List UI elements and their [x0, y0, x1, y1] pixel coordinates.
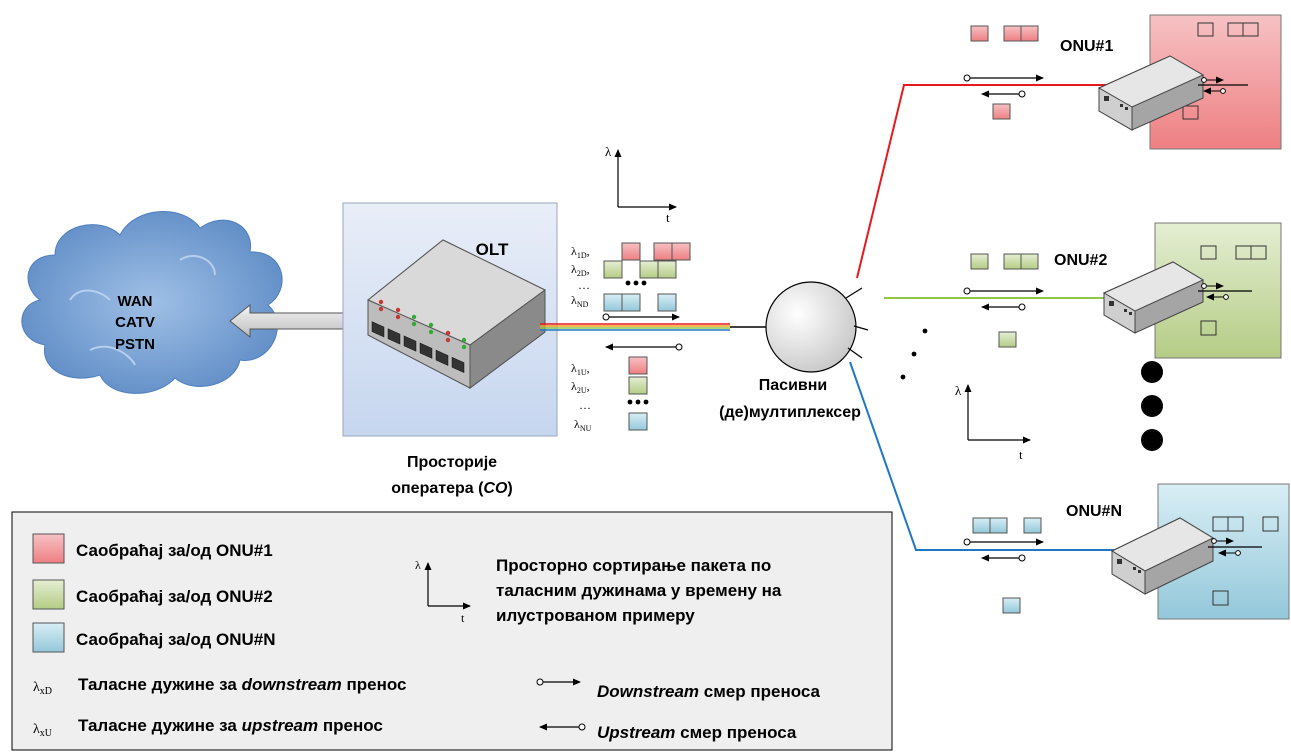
legend-text-onuN: Саобраћај за/од ONU#N	[76, 630, 276, 649]
mux-stub-lines	[845, 287, 869, 359]
cloud-icon	[21, 211, 283, 394]
legend-downstream-dir: Downstream смер преноса	[597, 682, 821, 701]
downstream-direction-arrow	[602, 313, 680, 321]
downstream-wavelength-list: λ1D, λ2D, … λND	[571, 244, 590, 309]
mux-label-line1: Пасивни	[759, 377, 827, 394]
legend-up-wavelength-text: Таласне дужине за upstream пренос	[78, 716, 383, 735]
wavelength-nd: λND	[571, 293, 589, 309]
lambda-time-axes-top: λ t	[605, 144, 677, 225]
downstream-packets	[603, 242, 691, 312]
onuN-device-icon	[1110, 517, 1215, 595]
legend-panel: Саобраћај за/од ONU#1 Саобраћај за/од ON…	[11, 511, 893, 751]
axis-time-label-right: t	[1019, 447, 1023, 462]
passive-demultiplexer	[765, 281, 857, 373]
fiber-onu1	[856, 84, 1116, 279]
legend-down-wavelength-text: Таласне дужине за downstream пренос	[78, 675, 406, 694]
mux-label-line2: (де)мултиплексер	[719, 404, 861, 421]
wavelength-ellipsis: …	[578, 278, 590, 292]
cloud-label-wan: WAN	[118, 293, 153, 310]
trunk-fiber	[540, 323, 768, 331]
axis-lambda-label-right: λ	[955, 383, 962, 398]
legend-axis-lambda: λ	[415, 558, 421, 572]
onuN-group: ONU#N	[963, 483, 1290, 620]
upstream-wavelength-list: λ1U, λ2U, … λNU	[571, 361, 592, 433]
onu1-device-icon	[1097, 55, 1205, 131]
olt-title: OLT	[476, 240, 509, 259]
cloud-highlight	[69, 255, 216, 366]
wavelength-2d: λ2D,	[571, 262, 590, 278]
legend-text-onu1: Саобраћај за/од ONU#1	[76, 541, 273, 560]
wavelength-ellipsis-up: …	[579, 398, 591, 412]
legend-upstream-dir: Upstream смер преноса	[597, 723, 797, 742]
onuN-label: ONU#N	[1066, 503, 1122, 520]
olt-switch-icon	[367, 239, 546, 389]
onu1-label: ONU#1	[1060, 38, 1113, 55]
olt-caption-line2: оператера (CO)	[391, 480, 513, 497]
wavelength-1d: λ1D,	[571, 244, 590, 260]
onu2-group: ONU#2	[963, 222, 1282, 359]
olt-caption-line1: Просторије	[407, 454, 497, 471]
mux-ellipsis-dots	[900, 328, 928, 380]
legend-text-onu2: Саобраћај за/од ONU#2	[76, 587, 273, 606]
legend-axis-time: t	[461, 611, 465, 625]
cloud-label-pstn: PSTN	[115, 336, 155, 353]
legend-sort-line3: илустрованом примеру	[496, 606, 695, 625]
fiber-onuN	[849, 361, 1118, 551]
cloud-label-catv: CATV	[115, 314, 155, 331]
onu1-group: ONU#1	[963, 14, 1282, 150]
legend-sort-line2: таласним дужинама у времену на	[496, 581, 782, 600]
lambda-time-axes-right: λ t	[955, 383, 1031, 462]
legend-symbol-down: λxD	[33, 680, 52, 697]
upstream-direction-arrow	[605, 343, 683, 351]
wavelength-nu: λNU	[574, 417, 592, 433]
wavelength-1u: λ1U,	[571, 361, 590, 377]
legend-symbol-up: λxU	[33, 722, 53, 739]
onu2-label: ONU#2	[1054, 252, 1107, 269]
upstream-packets	[627, 356, 649, 431]
legend-swatch-onu1	[32, 533, 65, 564]
legend-swatch-onuN	[32, 622, 65, 653]
onu2-device-icon	[1102, 261, 1205, 334]
legend-sort-line1: Просторно сортирање пакета по	[496, 556, 771, 575]
axis-time-label: t	[666, 210, 670, 225]
onu-ellipsis-dots	[1141, 361, 1163, 451]
legend-swatch-onu2	[32, 579, 65, 610]
network-cloud: WAN CATV PSTN	[21, 211, 283, 394]
wavelength-2u: λ2U,	[571, 379, 590, 395]
axis-lambda-label: λ	[605, 144, 612, 159]
